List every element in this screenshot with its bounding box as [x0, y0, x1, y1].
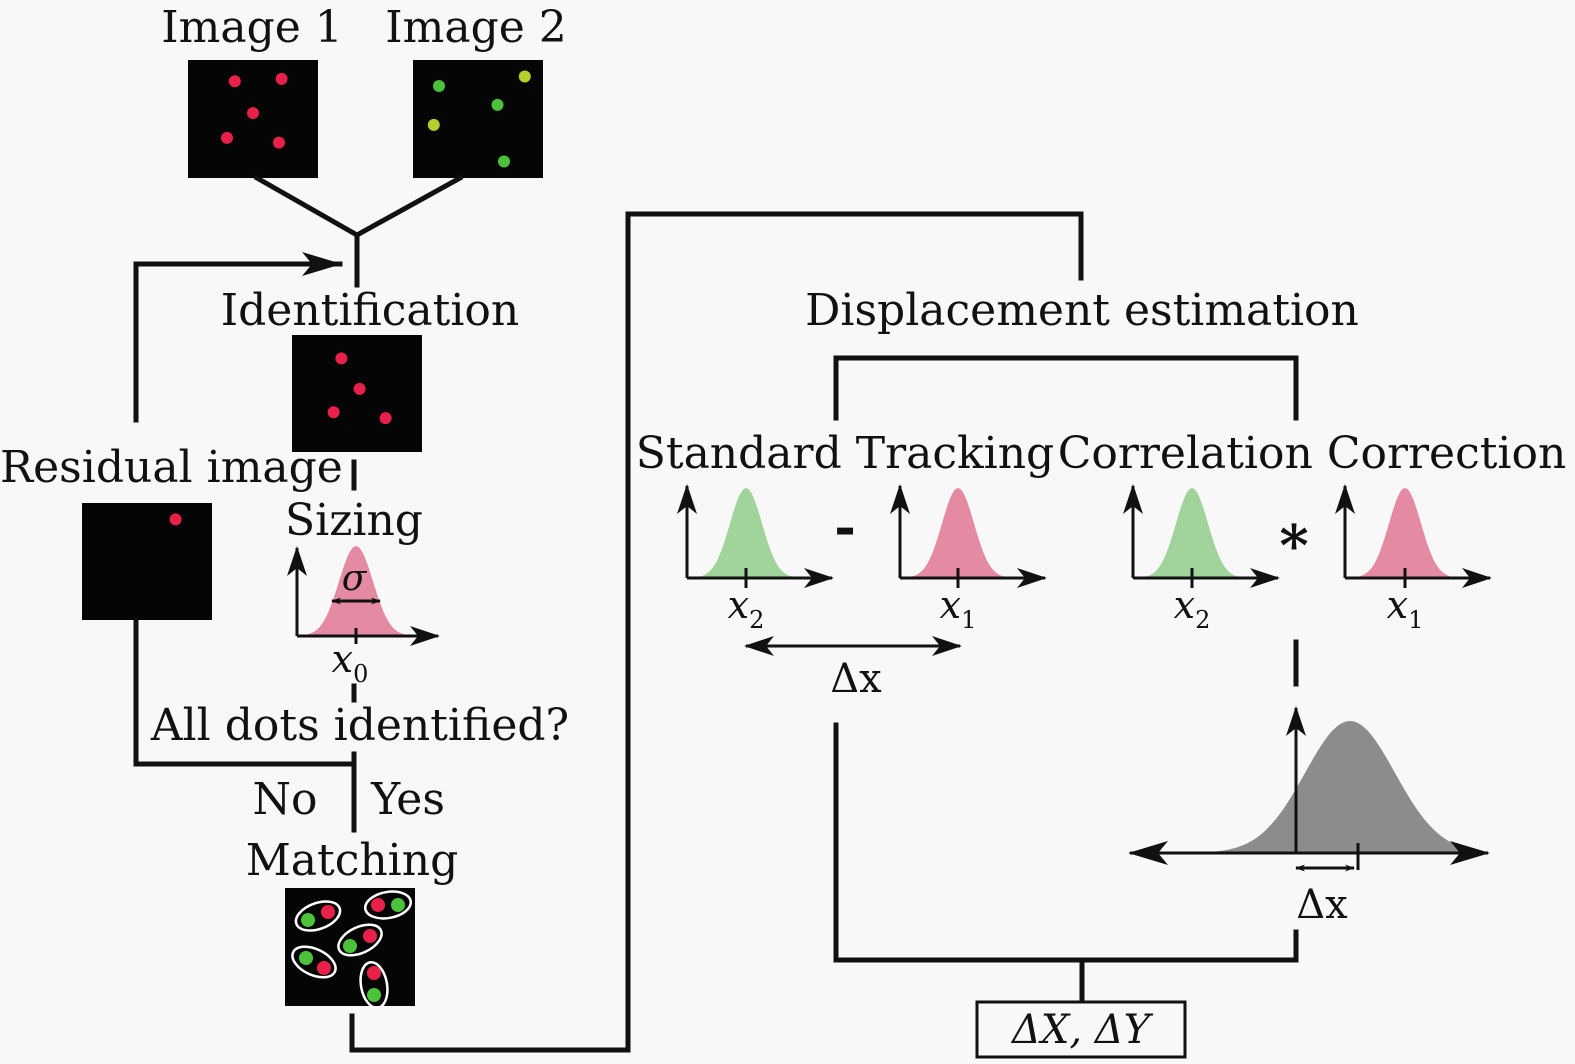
correlation-x2-plot: x2: [1123, 484, 1280, 634]
matched-pair: [294, 900, 342, 932]
identification-label: Identification: [221, 285, 519, 336]
correlation-result-plot: Δx: [1128, 706, 1490, 928]
convolution-operator: *: [1279, 513, 1308, 579]
matching-to-displacement-connector: [349, 211, 1084, 1053]
yes-label: Yes: [370, 774, 445, 825]
identified-dot: [327, 406, 340, 419]
standard-delta-x-label: Δx: [830, 656, 882, 702]
correlation-x2-gaussian: [1143, 488, 1248, 578]
matched-pair: [363, 890, 413, 920]
image2-label: Image 2: [385, 2, 567, 53]
residual-image-label: Residual image: [0, 442, 343, 493]
red-dot: [221, 131, 233, 144]
residual-dot: [169, 513, 182, 526]
all-dots-identified-question: All dots identified?: [150, 700, 569, 751]
correlation-correction-label: Correlation Correction: [1058, 428, 1567, 479]
standard-x1-gaussian: [910, 488, 1015, 578]
correlation-x1-plot: x1: [1335, 484, 1492, 634]
method-split-bracket: [833, 355, 1299, 421]
correlation-x1-gaussian: [1355, 488, 1460, 578]
image1-panel: [188, 60, 318, 178]
minus-operator: -: [834, 497, 856, 558]
image1-label: Image 1: [161, 2, 343, 53]
correlation-delta-x-label: Δx: [1296, 882, 1348, 928]
matched-pair: [359, 960, 389, 1010]
green-dot: [491, 98, 504, 111]
displacement-estimation-label: Displacement estimation: [805, 285, 1359, 336]
image2-panel: [413, 60, 543, 178]
sizing-label: Sizing: [285, 495, 423, 546]
no-label: No: [253, 774, 318, 825]
green-dot: [498, 155, 510, 168]
green-dot: [518, 70, 531, 83]
identification-panel: [292, 335, 422, 452]
red-dot: [228, 75, 241, 88]
correlation-x2-label: x2: [1174, 583, 1211, 634]
merge-connector: [253, 174, 464, 238]
matched-pair: [291, 945, 337, 979]
matching-panel: [285, 888, 415, 1010]
identified-dot: [353, 382, 366, 395]
standard-x2-plot: x2: [677, 484, 834, 634]
correlation-gaussian-curve: [1200, 721, 1480, 853]
residual-image-panel: [82, 503, 212, 620]
green-dot: [427, 118, 440, 131]
feedback-arrow: [133, 252, 343, 423]
standard-x2-label: x2: [728, 583, 765, 634]
matched-pair: [337, 923, 383, 957]
output-merge-connector: [833, 722, 1299, 963]
output-box: ΔX, ΔY: [975, 1000, 1187, 1059]
x0-label: x0: [332, 637, 369, 688]
red-dot: [273, 136, 285, 149]
output-label: ΔX, ΔY: [1010, 1007, 1154, 1053]
standard-x1-plot: x1: [890, 484, 1047, 634]
sizing-plot: σ x0: [287, 546, 440, 688]
red-dot: [247, 107, 259, 120]
correlation-x1-label: x1: [1387, 583, 1424, 634]
standard-x1-label: x1: [940, 583, 977, 634]
identified-dot: [379, 412, 392, 425]
sigma-label: σ: [342, 558, 368, 599]
matching-label: Matching: [246, 835, 459, 886]
red-dot: [275, 72, 288, 85]
sizing-gaussian-curve: [305, 546, 410, 636]
no-branch-line: [133, 617, 357, 767]
green-dot: [433, 79, 445, 92]
standard-x2-gaussian: [697, 488, 802, 578]
standard-tracking-label: Standard Tracking: [636, 428, 1054, 479]
identified-dot: [335, 352, 348, 365]
